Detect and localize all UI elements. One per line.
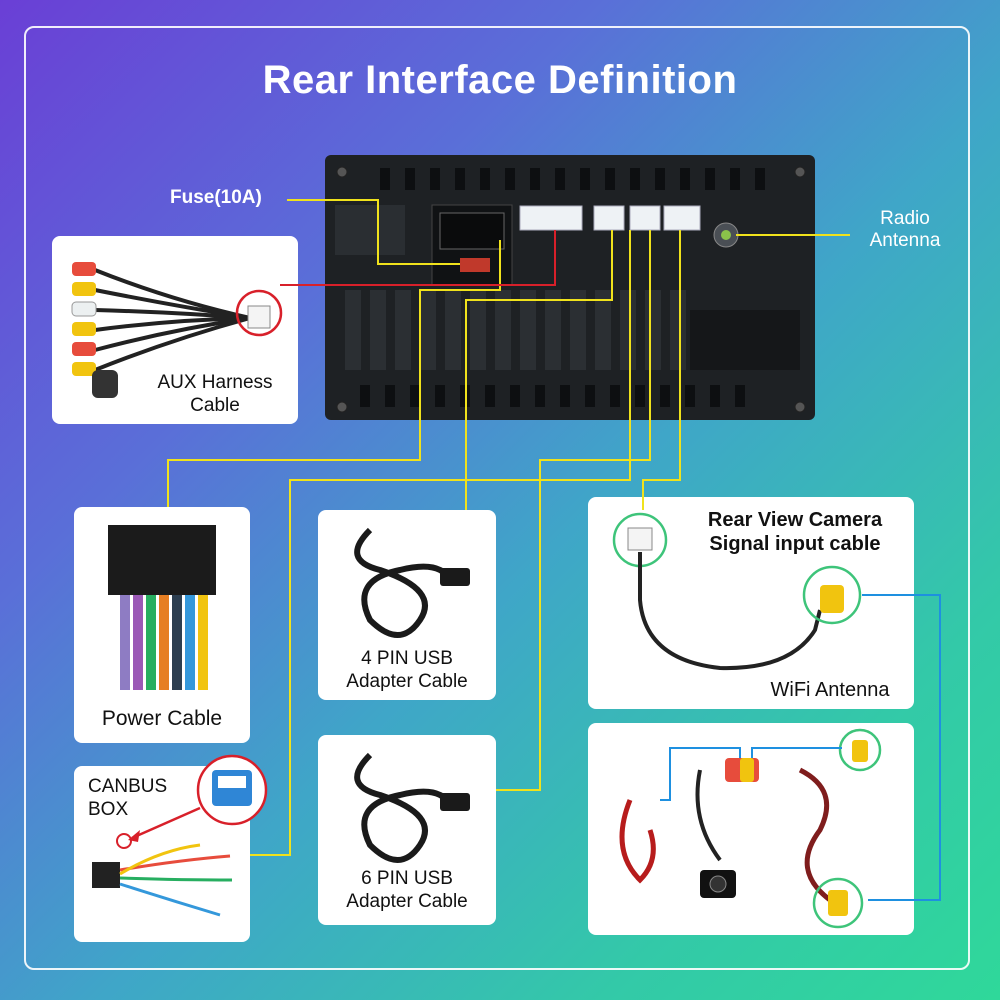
- aux-harness-illustration: [71, 262, 283, 398]
- usb6-illustration: [354, 752, 453, 863]
- usb6-card: [318, 735, 496, 925]
- usb4-label: 4 PIN USB Adapter Cable: [346, 648, 468, 692]
- rear-camera-cable-illustration: [612, 512, 862, 671]
- usb6-line: [496, 230, 651, 791]
- radio-antenna-label: Radio Antenna: [869, 208, 941, 251]
- wifi-antenna-label: WiFi Antenna: [770, 679, 890, 701]
- rear-camera-line: [642, 230, 681, 510]
- power-cable-line: [167, 240, 501, 507]
- canbus-box-label: CANBUS BOX: [88, 776, 168, 820]
- camera-link-top-right: [751, 747, 842, 758]
- rear-camera-label: Rear View Camera Signal input cable: [707, 509, 883, 555]
- aux-harness-label: AUX Harness Cable: [157, 372, 273, 416]
- power-cable-illustration: [108, 525, 216, 690]
- camera-link-right: [862, 594, 941, 901]
- camera-link-top-left: [660, 747, 741, 801]
- outer-frame: [24, 26, 970, 970]
- aux-harness-line: [280, 230, 556, 286]
- usb6-label: 6 PIN USB Adapter Cable: [346, 868, 468, 912]
- page-title: Rear Interface Definition: [262, 58, 738, 102]
- power-cable-label: Power Cable: [101, 707, 223, 730]
- usb4-card: [318, 510, 496, 700]
- fuse-label: Fuse(10A): [170, 187, 262, 208]
- canbus-line: [250, 230, 631, 856]
- head-unit-rear: [325, 155, 815, 420]
- usb4-line: [465, 230, 613, 510]
- canbus-illustration: [92, 754, 268, 917]
- usb4-illustration: [354, 527, 453, 638]
- camera-kit-illustration: [619, 728, 882, 929]
- fuse-line: [287, 199, 460, 265]
